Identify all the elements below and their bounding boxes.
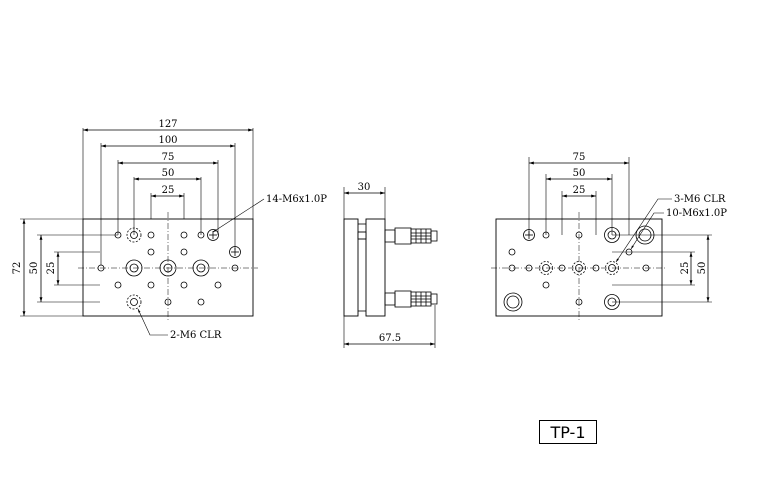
counterbore-hole [159, 259, 177, 277]
rear-dim-75: 75 [573, 152, 586, 163]
tapped-hole [180, 231, 188, 239]
front-dim-127: 127 [158, 119, 177, 130]
tapped-hole [625, 248, 633, 256]
tapped-hole [575, 231, 583, 239]
rear-clearance-leader [615, 198, 672, 263]
tapped-hole [114, 231, 122, 239]
clearance-inner [130, 298, 138, 306]
counterbore-hole [192, 259, 210, 277]
rear-holes [503, 225, 655, 312]
front-dim-25: 25 [162, 185, 175, 196]
tapped-leader [212, 198, 265, 233]
front-dim-50: 50 [162, 168, 175, 179]
front-dim-h25: 25 [46, 262, 57, 275]
tapped-hole [642, 264, 650, 272]
tapped-hole [147, 231, 155, 239]
counterbore-inner [163, 263, 173, 273]
clearance-hole [605, 261, 619, 275]
screw-head [523, 229, 535, 241]
front-clearance-callout: 2-M6 CLR [170, 330, 222, 341]
counterbore-inner [129, 263, 139, 273]
title-block: TP-1 [539, 420, 597, 444]
tapped-hole [197, 298, 205, 306]
side-pin [357, 231, 367, 240]
counterbore-inner [196, 263, 206, 273]
front-dim-72: 72 [12, 262, 23, 275]
front-dim-100: 100 [158, 135, 177, 146]
clearance-inner [542, 264, 550, 272]
front-dimension-lines [22, 128, 253, 316]
counterbore-hole [125, 259, 143, 277]
tapped-hole [197, 231, 205, 239]
clearance-hole [126, 294, 142, 310]
front-view: 127 100 75 50 25 72 50 25 [12, 119, 327, 341]
counterbore-inner [607, 230, 617, 240]
tapped-hole [180, 248, 188, 256]
clearance-leader [137, 308, 168, 336]
clearance-hole [539, 261, 553, 275]
clearance-inner [608, 264, 616, 272]
side-dim-67-5: 67.5 [379, 333, 401, 344]
tapped-hole [231, 264, 239, 272]
title-label: TP-1 [550, 422, 586, 442]
tapped-hole [147, 248, 155, 256]
front-holes [97, 227, 241, 310]
counterbore-hole [604, 227, 620, 243]
tapped-hole [214, 281, 222, 289]
tapped-hole [542, 231, 550, 239]
front-tapped-callout: 14-M6x1.0P [266, 194, 327, 205]
rear-tapped-leader [630, 212, 664, 250]
rear-view: 75 50 25 25 50 [491, 152, 727, 322]
micrometer-top [384, 227, 438, 245]
counterbore-hole [604, 294, 620, 310]
rear-dim-h50: 50 [697, 262, 708, 275]
large-counterbore-inner [506, 295, 520, 309]
tapped-hole [97, 264, 105, 272]
large-counterbore [635, 225, 655, 245]
tapped-hole [164, 298, 172, 306]
side-dim-30: 30 [358, 182, 371, 193]
tapped-hole [558, 264, 566, 272]
tapped-hole [508, 248, 516, 256]
tapped-hole [147, 281, 155, 289]
rear-dim-h25: 25 [680, 262, 691, 275]
tapped-hole [508, 264, 516, 272]
tapped-hole [592, 264, 600, 272]
tapped-hole [114, 281, 122, 289]
front-dim-h50: 50 [29, 262, 40, 275]
rear-clearance-callout: 3-M6 CLR [674, 194, 726, 205]
rear-dim-25: 25 [573, 185, 586, 196]
rear-dim-50: 50 [573, 168, 586, 179]
large-counterbore-inner [638, 228, 652, 242]
micrometer-bottom [384, 290, 438, 308]
tapped-hole [542, 281, 550, 289]
clearance-hole [126, 227, 142, 243]
tapped-hole [180, 281, 188, 289]
side-plate-right [365, 218, 386, 317]
rear-tapped-callout: 10-M6x1.0P [666, 208, 727, 219]
large-counterbore [503, 292, 523, 312]
tapped-hole [575, 298, 583, 306]
rear-dimension-lines [529, 161, 710, 302]
counterbore-inner [607, 297, 617, 307]
screw-head [229, 246, 241, 258]
clearance-hole [572, 261, 586, 275]
front-dim-75: 75 [162, 152, 175, 163]
clearance-inner [130, 231, 138, 239]
side-view: 30 67.5 [343, 182, 438, 348]
clearance-inner [575, 264, 583, 272]
tapped-hole [525, 264, 533, 272]
side-plate-left [343, 218, 359, 317]
